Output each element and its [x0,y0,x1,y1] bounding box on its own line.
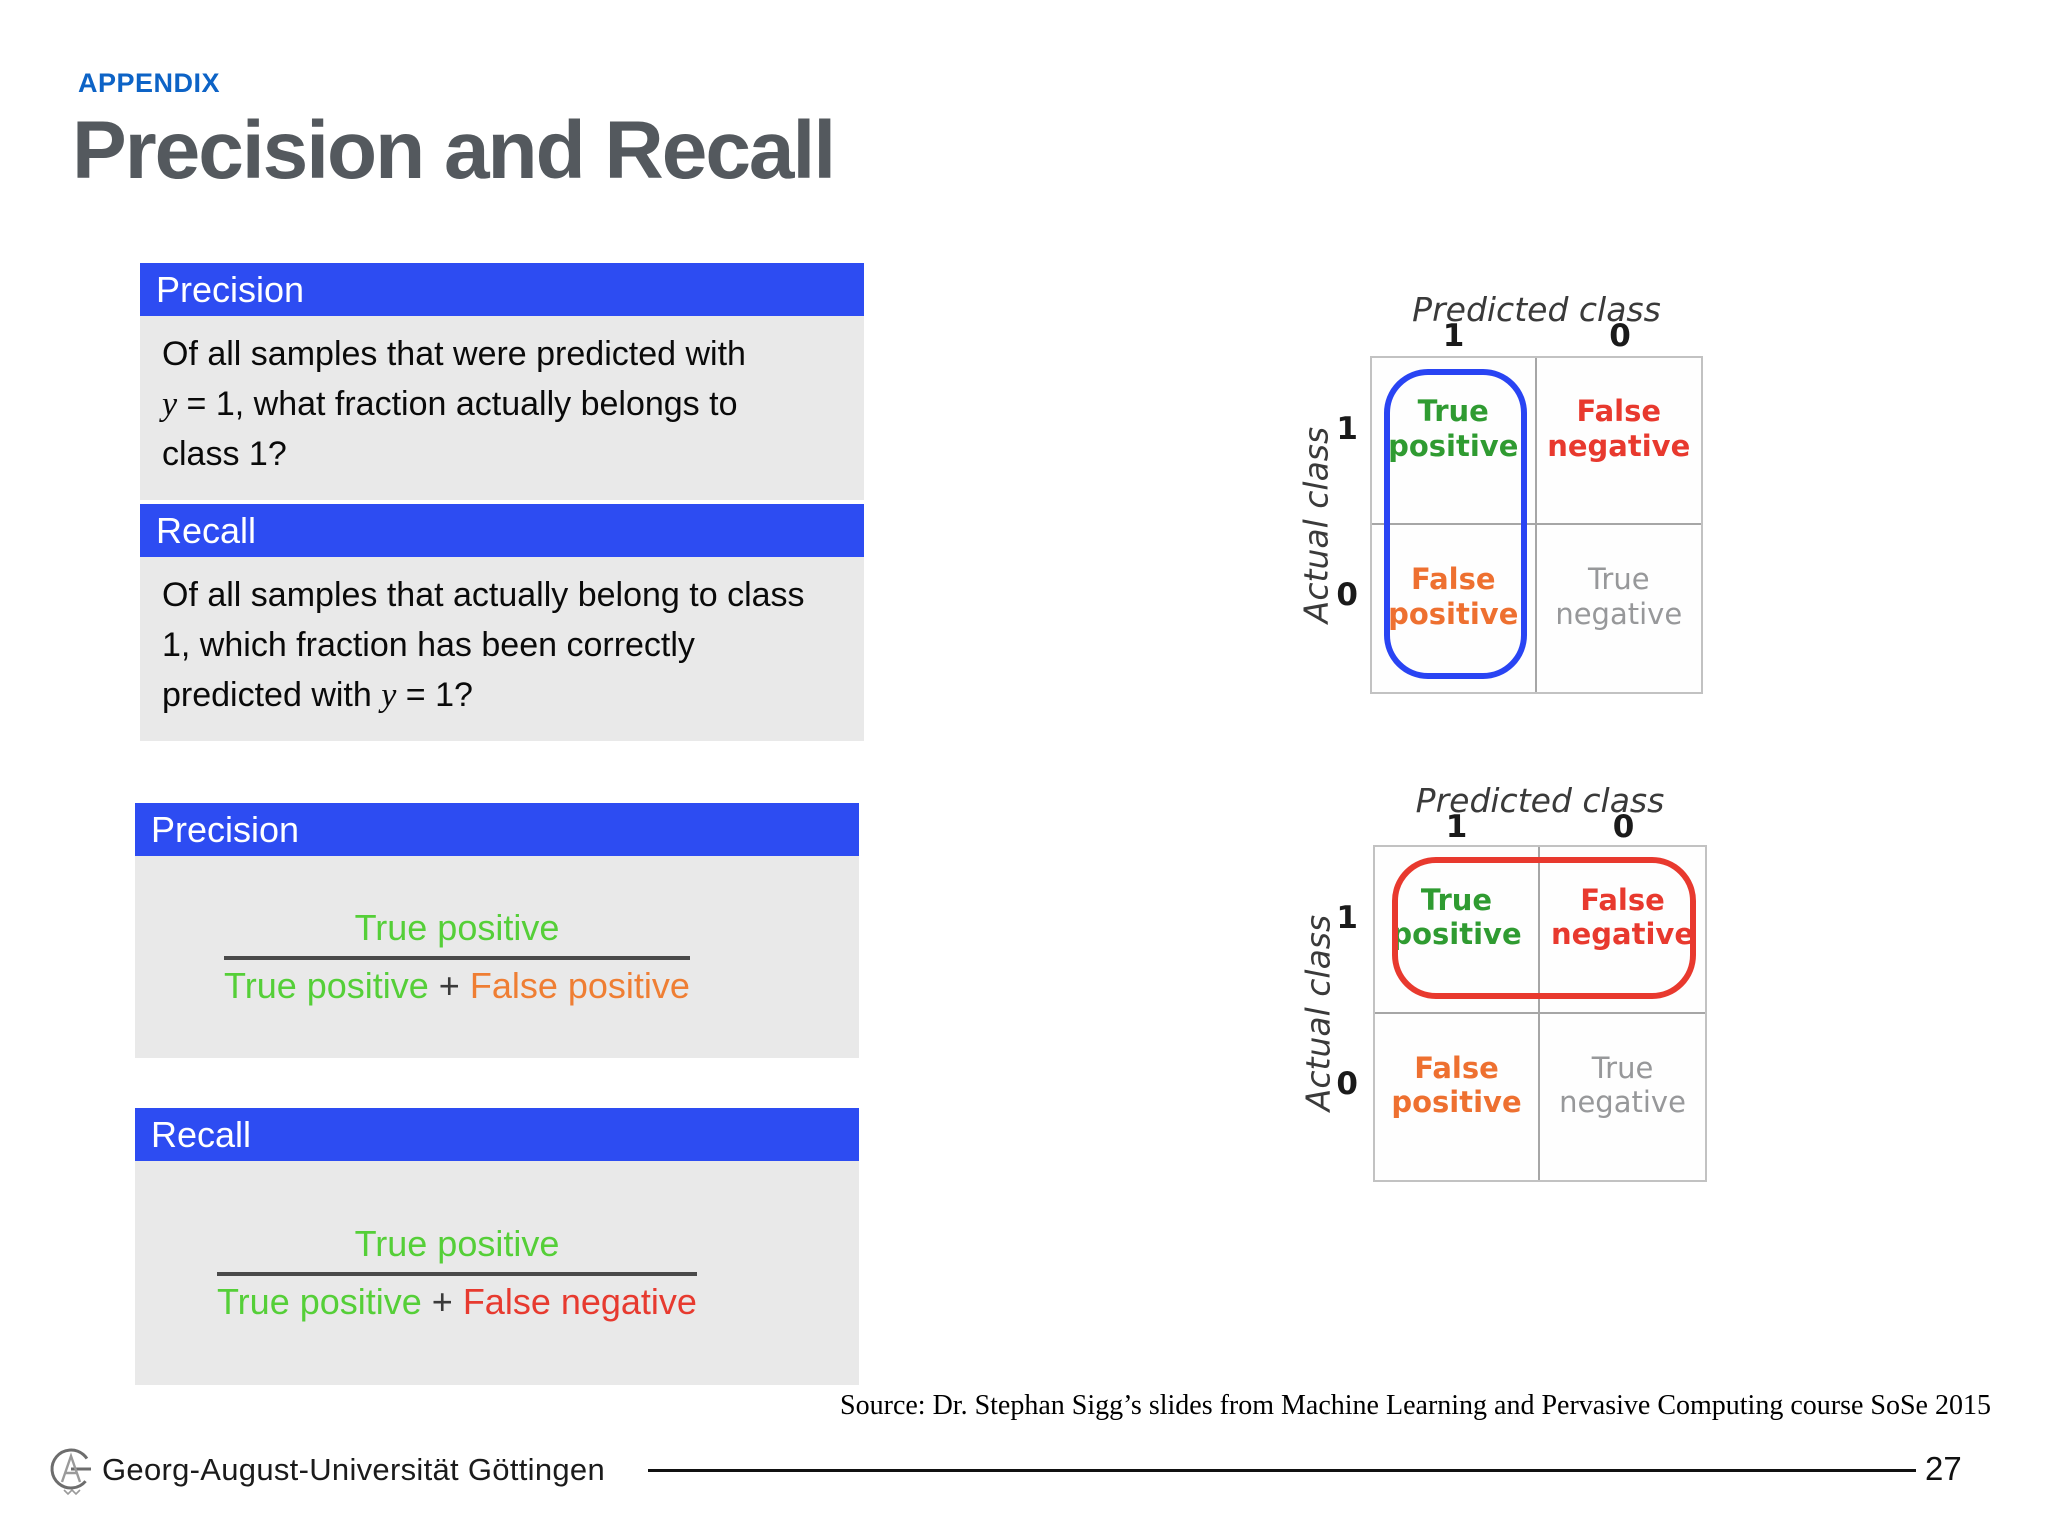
cell-label: True negative [1559,1050,1686,1119]
cell-label: True positive [1388,394,1519,463]
row-label-0: 0 [1336,1066,1358,1102]
precision-formula-box: Precision True positive True positive + … [135,803,859,1058]
col-label-1: 1 [1445,809,1468,845]
confusion-matrix-precision: Predicted class 1 0 Actual class 1 0 Tru… [1280,285,1750,730]
precision-formula-body: True positive True positive + False posi… [135,856,859,1058]
fraction-numerator: True positive [354,907,560,948]
cell-label: False positive [1391,1050,1522,1119]
precision-formula-header: Precision [135,803,859,856]
highlight-actual-positive-outline [1392,857,1696,999]
definition-line: 1, which fraction has been correctly [162,625,695,664]
recall-formula-body: True positive True positive + False nega… [135,1161,859,1385]
precision-definition-header: Precision [140,263,864,316]
fraction-denominator: True positive + False positive [224,965,690,1006]
university-seal-icon [50,1448,92,1496]
fraction-bar [224,956,690,960]
definition-line: predicted with y = 1? [162,675,473,714]
cell-label: False negative [1547,394,1691,463]
recall-definition-box: Recall Of all samples that actually belo… [140,504,864,741]
source-note: Source: Dr. Stephan Sigg’s slides from M… [840,1390,1991,1421]
matrix-cell-true-negative: True negative [1540,1014,1705,1181]
row-label-0: 0 [1336,577,1358,613]
matrix-cell-false-negative: False negative [1536,358,1701,525]
institution-name: Georg-August-Universität Göttingen [102,1452,605,1487]
cell-label: True negative [1555,562,1683,631]
predicted-class-label: Predicted class [1412,290,1661,329]
cell-label: False negative [1550,883,1695,952]
fraction-numerator: True positive [354,1223,560,1264]
col-label-0: 0 [1609,318,1631,354]
matrix-grid: True positive False negative False posit… [1373,845,1707,1182]
recall-definition-text: Of all samples that actually belong to c… [140,557,864,741]
recall-definition-header: Recall [140,504,864,557]
matrix-cell-true-negative: True negative [1537,525,1702,692]
definition-line: Of all samples that were predicted with [162,335,746,373]
fraction-denominator: True positive + False negative [217,1281,697,1322]
precision-definition-box: Precision Of all samples that were predi… [140,263,864,500]
highlight-predicted-positive-outline [1384,369,1527,679]
cell-label: False positive [1388,562,1519,631]
page-number: 27 [1925,1450,1962,1487]
matrix-cell-false-positive: False positive [1372,525,1537,692]
definition-line: Of all samples that actually belong to c… [162,576,805,614]
fraction-bar [217,1272,697,1276]
recall-formula-box: Recall True positive True positive + Fal… [135,1108,859,1385]
matrix-cell-false-positive: False positive [1375,1013,1540,1180]
predicted-class-label: Predicted class [1415,781,1665,820]
confusion-matrix-recall: Predicted class 1 0 Actual class 1 0 Tru… [1280,770,1750,1215]
recall-fraction: True positive True positive + False nega… [217,1223,697,1323]
row-label-1: 1 [1336,900,1358,936]
col-label-1: 1 [1442,318,1465,354]
recall-formula-header: Recall [135,1108,859,1161]
definition-line: y = 1, what fraction actually belongs to [162,384,738,423]
appendix-label: APPENDIX [78,68,221,98]
matrix-cell-false-negative: False negative [1540,847,1705,1014]
definition-line: class 1? [162,434,287,473]
col-label-0: 0 [1612,809,1635,845]
page-title: Precision and Recall [72,105,836,196]
precision-fraction: True positive True positive + False posi… [224,907,690,1007]
matrix-cell-true-positive: True positive [1372,358,1537,525]
precision-definition-text: Of all samples that were predicted with … [140,316,864,500]
row-label-1: 1 [1336,411,1358,447]
footer-divider [648,1469,1916,1472]
